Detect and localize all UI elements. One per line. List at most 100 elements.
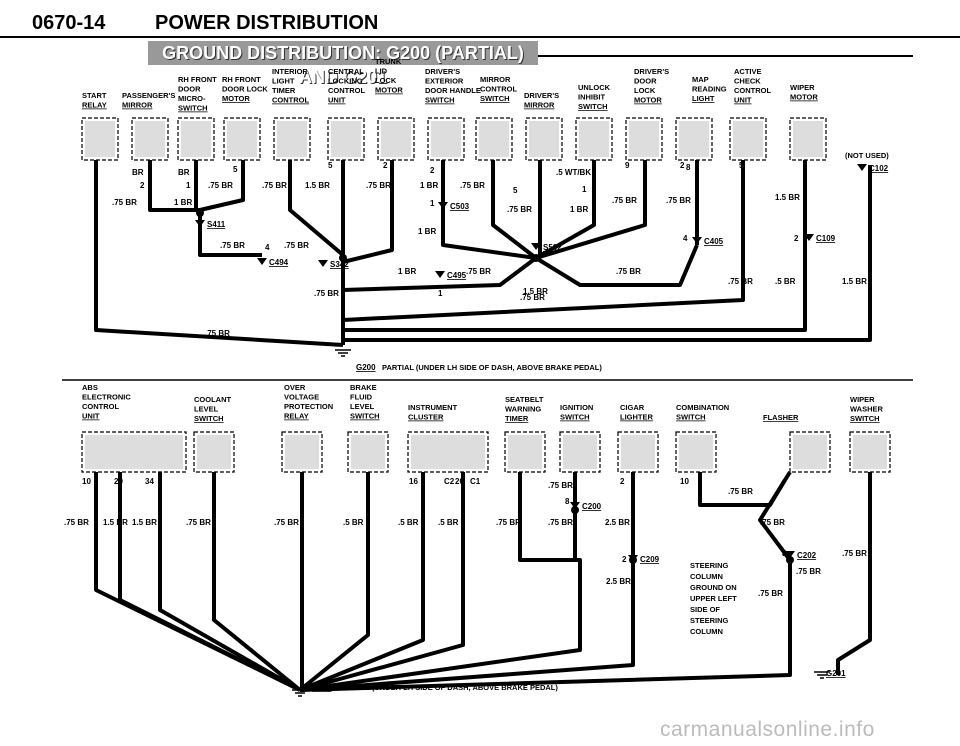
ground-caption: PARTIAL (UNDER LH SIDE OF DASH, ABOVE BR… bbox=[338, 683, 558, 692]
component-box bbox=[327, 117, 365, 161]
ground-label: G201 bbox=[826, 669, 846, 678]
ground-wire bbox=[298, 472, 370, 692]
pin-number: 1 bbox=[430, 199, 435, 208]
component-label: CONTROL bbox=[82, 402, 119, 411]
ground-wire bbox=[535, 160, 647, 260]
component-box bbox=[525, 117, 563, 161]
component-label: INTERIOR bbox=[272, 67, 308, 76]
component-shade bbox=[181, 121, 211, 157]
connector-symbol bbox=[785, 551, 795, 558]
wire-gauge-label: 1 BR bbox=[418, 227, 436, 236]
wire-gauge-label: .75 BR bbox=[507, 205, 532, 214]
ground-wire bbox=[343, 165, 872, 342]
component-shade bbox=[85, 121, 115, 157]
component-label: UNLOCK bbox=[578, 83, 611, 92]
ground-wire bbox=[299, 560, 792, 692]
component-label: MIRROR bbox=[122, 101, 153, 110]
connector-label: C202 bbox=[797, 551, 817, 560]
ground-wire bbox=[212, 472, 302, 692]
ground-wire bbox=[299, 472, 582, 692]
ground-wire bbox=[758, 470, 792, 562]
component-label: SEATBELT bbox=[505, 395, 544, 404]
component-label: DRIVER'S bbox=[524, 91, 559, 100]
wire-gauge-label: 1 BR bbox=[398, 267, 416, 276]
component-box bbox=[504, 431, 546, 473]
pin-number: 8 bbox=[782, 549, 787, 558]
ground-wire bbox=[148, 160, 200, 212]
component-shade bbox=[277, 121, 307, 157]
wire-gauge-label: 2.5 BR bbox=[605, 518, 630, 527]
steering-note: COLUMN bbox=[690, 627, 723, 636]
component-label: SWITCH bbox=[425, 96, 455, 105]
ground-wire bbox=[441, 160, 537, 260]
wire-gauge-label: .75 BR bbox=[612, 196, 637, 205]
component-label: CONTROL bbox=[272, 96, 309, 105]
component-label: CONTROL bbox=[480, 85, 517, 94]
component-shade bbox=[431, 121, 461, 157]
wire-gauge-label: .75 BR bbox=[616, 267, 641, 276]
wire-gauge-label: .75 BR bbox=[760, 518, 785, 527]
steering-note: SIDE OF bbox=[690, 605, 720, 614]
component-label: SWITCH bbox=[178, 104, 208, 113]
pin-number: 34 bbox=[145, 477, 154, 486]
component-label: WIPER bbox=[850, 395, 875, 404]
wire-gauge-label: .75 BR bbox=[666, 196, 691, 205]
wire-gauge-label: .75 BR bbox=[728, 487, 753, 496]
component-label: SWITCH bbox=[676, 413, 706, 422]
pin-number: 20 bbox=[455, 477, 464, 486]
component-label: RH FRONT bbox=[222, 75, 261, 84]
pin-number: 5 bbox=[328, 161, 333, 170]
component-label: ABS bbox=[82, 383, 98, 392]
component-label: LIGHTER bbox=[620, 413, 653, 422]
pin-number: 2 bbox=[794, 234, 799, 243]
ground-wire bbox=[199, 160, 245, 212]
wire-gauge-label: .75 BR bbox=[796, 567, 821, 576]
steering-note: STEERING bbox=[690, 616, 729, 625]
ground-wire bbox=[94, 472, 301, 692]
component-label: UNIT bbox=[82, 412, 100, 421]
component-label: FLUID bbox=[350, 393, 373, 402]
component-shade bbox=[621, 435, 655, 469]
wire-gauge-label: 2.5 BR bbox=[606, 577, 631, 586]
component-box bbox=[81, 117, 119, 161]
pin-number: 8 bbox=[565, 497, 570, 506]
component-label: MOTOR bbox=[790, 93, 818, 102]
component-label: SWITCH bbox=[480, 94, 510, 103]
connector-label: S342 bbox=[330, 260, 349, 269]
component-shade bbox=[351, 435, 385, 469]
wire-gauge-label: .75 BR bbox=[466, 267, 491, 276]
banner-rule bbox=[538, 55, 913, 57]
component-shade bbox=[733, 121, 763, 157]
not-used-label: (NOT USED) bbox=[845, 151, 889, 160]
component-shade bbox=[479, 121, 509, 157]
component-box bbox=[377, 117, 415, 161]
component-label: LOCK bbox=[375, 76, 397, 85]
component-box bbox=[675, 431, 717, 473]
wire-gauge-label: .75 BR bbox=[728, 277, 753, 286]
steering-note: STEERING bbox=[690, 561, 729, 570]
component-label: READING bbox=[692, 85, 727, 94]
pin-number: 20 bbox=[114, 477, 123, 486]
wire-gauge-label: 1.5 BR bbox=[132, 518, 157, 527]
wire-gauge-label: .5 BR bbox=[438, 518, 459, 527]
pin-number: 5 bbox=[233, 165, 238, 174]
pin-number: 2 bbox=[383, 161, 388, 170]
component-label: IGNITION bbox=[560, 403, 593, 412]
steering-note: UPPER LEFT bbox=[690, 594, 737, 603]
component-label: MOTOR bbox=[634, 96, 662, 105]
ground-wire bbox=[158, 472, 301, 692]
pin-number: 5 bbox=[739, 161, 744, 170]
component-label: OVER bbox=[284, 383, 306, 392]
wire-gauge-label: 1.5 BR bbox=[842, 277, 867, 286]
component-label: DOOR HANDLE bbox=[425, 86, 481, 95]
wire-gauge-label: 1 BR bbox=[420, 181, 438, 190]
component-label: WARNING bbox=[505, 405, 541, 414]
component-shade bbox=[285, 435, 319, 469]
component-box bbox=[789, 117, 827, 161]
ground-label: G200 bbox=[356, 363, 376, 372]
component-box bbox=[617, 431, 659, 473]
connector-symbol bbox=[570, 502, 580, 509]
wire-gauge-label: .5 WT/BK bbox=[556, 168, 591, 177]
wire-gauge-label: .75 BR bbox=[842, 549, 867, 558]
